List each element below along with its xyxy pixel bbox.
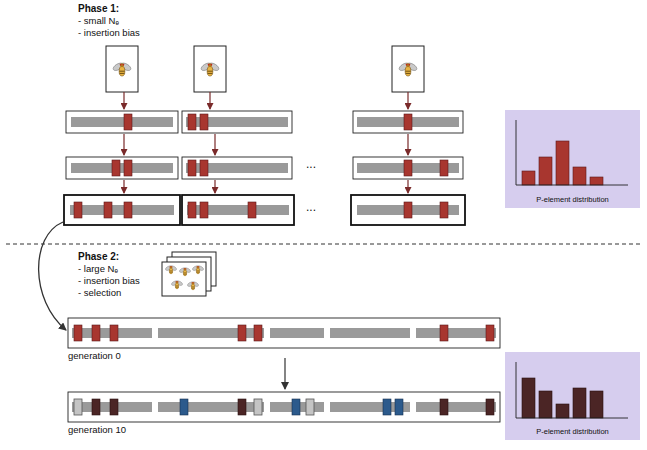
annotation-label: - small Nₑ <box>78 16 119 27</box>
phase-heading: Phase 2: <box>78 251 119 263</box>
histogram-panel: P-element distribution <box>505 110 640 208</box>
phase-heading: Phase 1: <box>78 3 119 15</box>
axis-title: P-element distribution <box>536 428 609 436</box>
annotation-label: generation 10 <box>68 425 126 436</box>
annotation-label: ... <box>306 158 316 172</box>
annotation-label: - selection <box>78 288 121 299</box>
annotation-label: - insertion bias <box>78 276 140 287</box>
annotation-label: - insertion bias <box>78 28 140 39</box>
annotation-label: - large Nₑ <box>78 264 118 275</box>
annotation-label: generation 0 <box>68 351 121 362</box>
annotation-label: ... <box>306 201 316 215</box>
axis-title: P-element distribution <box>536 196 609 204</box>
histogram-panel: P-element distribution <box>505 352 640 440</box>
